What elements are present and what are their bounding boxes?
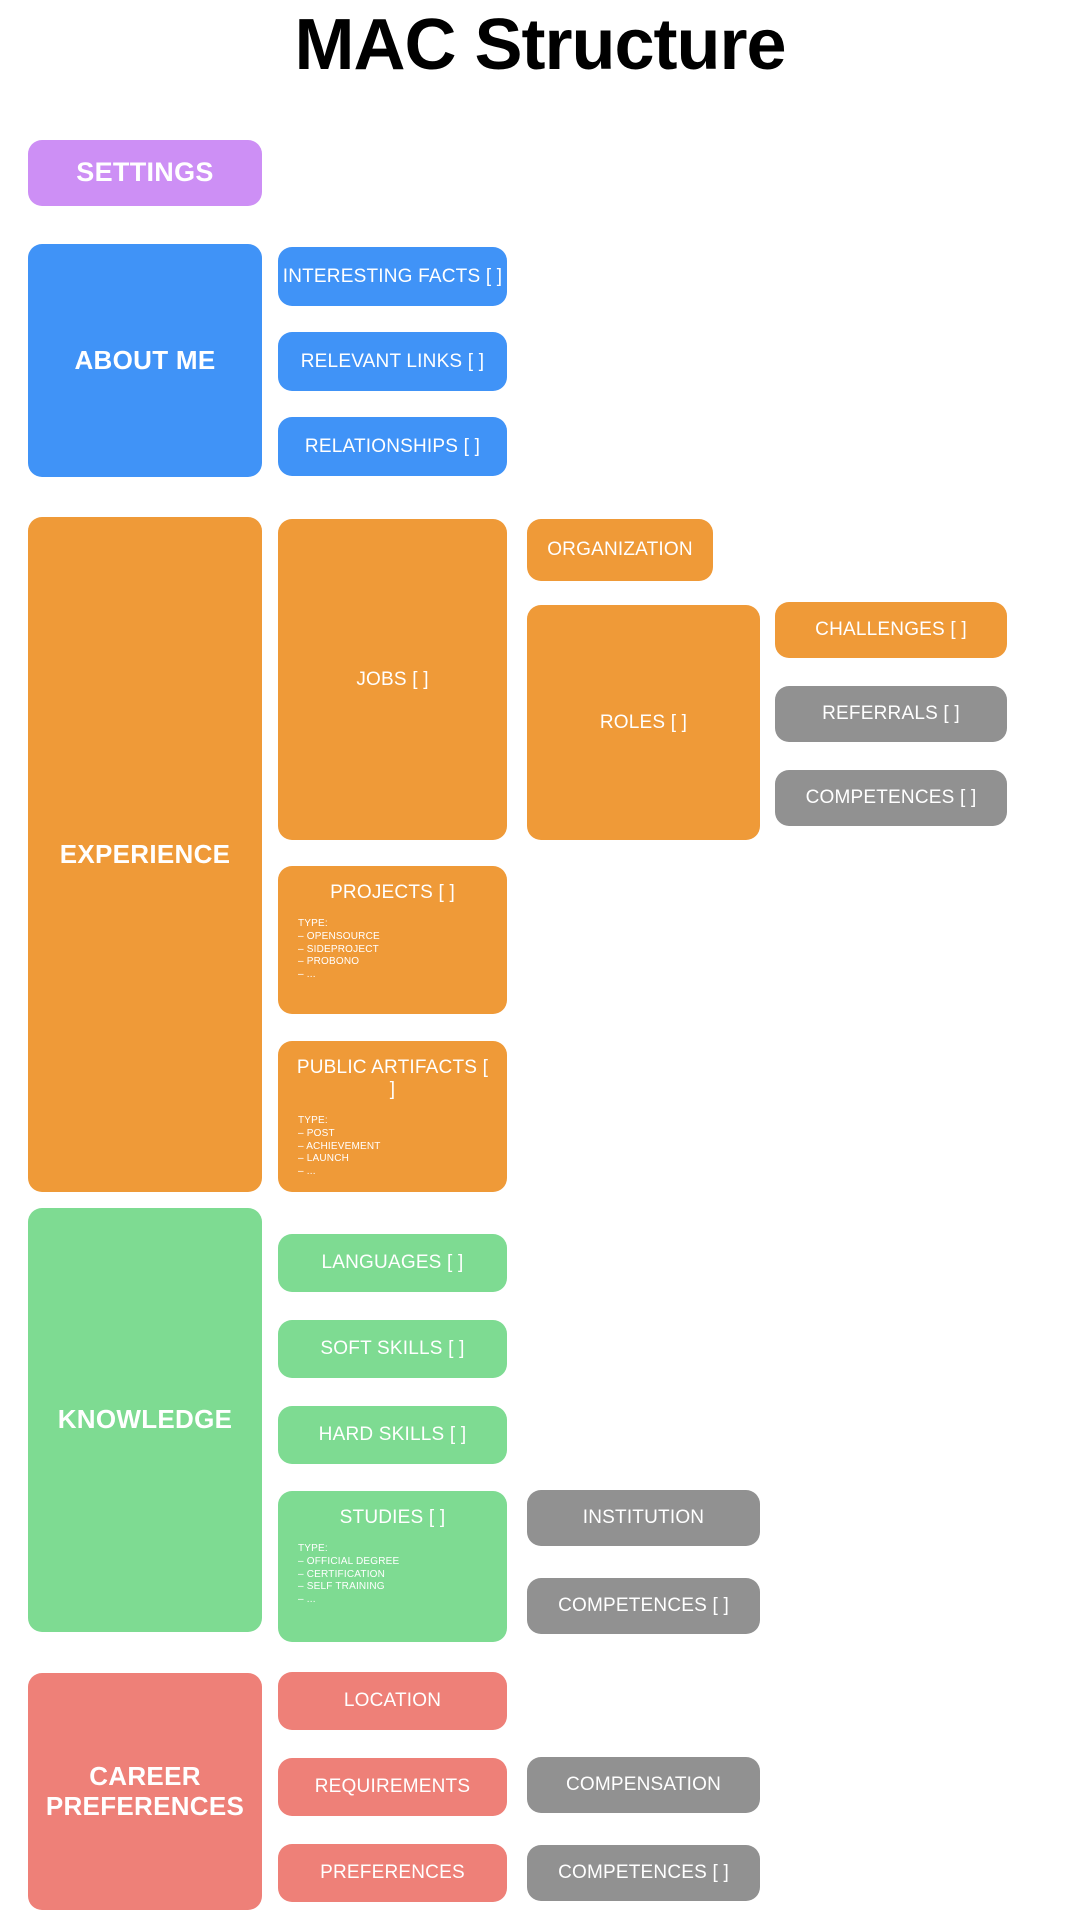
node-career-preferences-label-line1: CAREER [89, 1760, 201, 1791]
type-header: TYPE: [298, 1543, 328, 1554]
node-competences-career[interactable]: COMPETENCES [ ] [527, 1845, 760, 1901]
node-requirements[interactable]: REQUIREMENTS [278, 1758, 507, 1816]
node-location-label: LOCATION [343, 1690, 442, 1711]
type-item: – PROBONO [298, 956, 360, 968]
node-about-me[interactable]: ABOUT ME [28, 244, 262, 477]
node-competences-experience-label: COMPETENCES [ ] [805, 787, 977, 808]
node-requirements-label: REQUIREMENTS [314, 1776, 471, 1797]
type-header: TYPE: [298, 1115, 328, 1126]
node-jobs[interactable]: JOBS [ ] [278, 519, 507, 840]
node-competences-knowledge[interactable]: COMPETENCES [ ] [527, 1578, 760, 1634]
node-career-preferences[interactable]: CAREER PREFERENCES [28, 1673, 262, 1910]
node-public-artifacts[interactable]: PUBLIC ARTIFACTS [ ] TYPE: – POST – ACHI… [278, 1041, 507, 1192]
node-career-preferences-label: CAREER PREFERENCES [28, 1760, 262, 1822]
node-experience[interactable]: EXPERIENCE [28, 517, 262, 1192]
type-item: – CERTIFICATION [298, 1568, 386, 1580]
node-competences-knowledge-label: COMPETENCES [ ] [558, 1595, 729, 1616]
node-hard-skills-label: HARD SKILLS [ ] [318, 1424, 467, 1445]
node-compensation-label: COMPENSATION [565, 1774, 722, 1795]
node-knowledge-label: KNOWLEDGE [57, 1404, 233, 1435]
type-item: – LAUNCH [298, 1153, 350, 1165]
node-challenges[interactable]: CHALLENGES [ ] [775, 602, 1007, 658]
node-interesting-facts-label: INTERESTING FACTS [ ] [282, 265, 503, 287]
node-location[interactable]: LOCATION [278, 1672, 507, 1730]
node-studies-label: STUDIES [ ] [339, 1507, 446, 1528]
node-soft-skills[interactable]: SOFT SKILLS [ ] [278, 1320, 507, 1378]
type-item: – SIDEPROJECT [298, 943, 379, 955]
type-item: – ... [298, 1166, 316, 1178]
node-knowledge[interactable]: KNOWLEDGE [28, 1208, 262, 1632]
node-challenges-label: CHALLENGES [ ] [815, 619, 967, 640]
node-referrals[interactable]: REFERRALS [ ] [775, 686, 1007, 742]
node-studies-type-list: TYPE: – OFFICIAL DEGREE – CERTIFICATION … [292, 1543, 493, 1607]
node-institution[interactable]: INSTITUTION [527, 1490, 760, 1546]
node-roles[interactable]: ROLES [ ] [527, 605, 760, 840]
type-item: – ... [298, 1594, 316, 1606]
node-jobs-label: JOBS [ ] [356, 668, 429, 690]
node-organization[interactable]: ORGANIZATION [527, 519, 713, 581]
type-item: – POST [298, 1127, 335, 1139]
node-competences-career-label: COMPETENCES [ ] [558, 1862, 729, 1883]
node-public-artifacts-type-list: TYPE: – POST – ACHIEVEMENT – LAUNCH – ..… [292, 1115, 493, 1179]
node-organization-label: ORGANIZATION [547, 539, 693, 560]
node-settings[interactable]: SETTINGS [28, 140, 262, 206]
node-experience-label: EXPERIENCE [59, 838, 231, 869]
page-title: MAC Structure [294, 5, 786, 85]
node-referrals-label: REFERRALS [ ] [822, 703, 960, 724]
node-roles-label: ROLES [ ] [599, 711, 688, 733]
node-relevant-links[interactable]: RELEVANT LINKS [ ] [278, 332, 507, 391]
type-item: – SELF TRAINING [298, 1581, 385, 1593]
node-languages[interactable]: LANGUAGES [ ] [278, 1234, 507, 1292]
node-hard-skills[interactable]: HARD SKILLS [ ] [278, 1406, 507, 1464]
node-preferences[interactable]: PREFERENCES [278, 1844, 507, 1902]
node-studies[interactable]: STUDIES [ ] TYPE: – OFFICIAL DEGREE – CE… [278, 1491, 507, 1642]
node-career-preferences-label-line2: PREFERENCES [45, 1790, 245, 1821]
node-public-artifacts-label: PUBLIC ARTIFACTS [ ] [296, 1057, 489, 1100]
node-interesting-facts[interactable]: INTERESTING FACTS [ ] [278, 247, 507, 306]
node-competences-experience[interactable]: COMPETENCES [ ] [775, 770, 1007, 826]
type-item: – ACHIEVEMENT [298, 1140, 381, 1152]
node-soft-skills-label: SOFT SKILLS [ ] [320, 1338, 465, 1359]
node-relationships-label: RELATIONSHIPS [ ] [304, 435, 481, 457]
node-about-me-label: ABOUT ME [74, 344, 216, 375]
node-compensation[interactable]: COMPENSATION [527, 1757, 760, 1813]
node-settings-label: SETTINGS [76, 157, 214, 188]
node-languages-label: LANGUAGES [ ] [321, 1252, 464, 1273]
type-header: TYPE: [298, 918, 328, 929]
node-projects-label: PROJECTS [ ] [330, 882, 455, 903]
node-projects[interactable]: PROJECTS [ ] TYPE: – OPENSOURCE – SIDEPR… [278, 866, 507, 1014]
type-item: – ... [298, 969, 316, 981]
node-relationships[interactable]: RELATIONSHIPS [ ] [278, 417, 507, 476]
type-item: – OFFICIAL DEGREE [298, 1555, 400, 1567]
node-institution-label: INSTITUTION [582, 1507, 705, 1528]
node-preferences-label: PREFERENCES [320, 1862, 465, 1883]
node-projects-type-list: TYPE: – OPENSOURCE – SIDEPROJECT – PROBO… [292, 918, 493, 982]
type-item: – OPENSOURCE [298, 930, 380, 942]
node-relevant-links-label: RELEVANT LINKS [ ] [300, 350, 485, 372]
